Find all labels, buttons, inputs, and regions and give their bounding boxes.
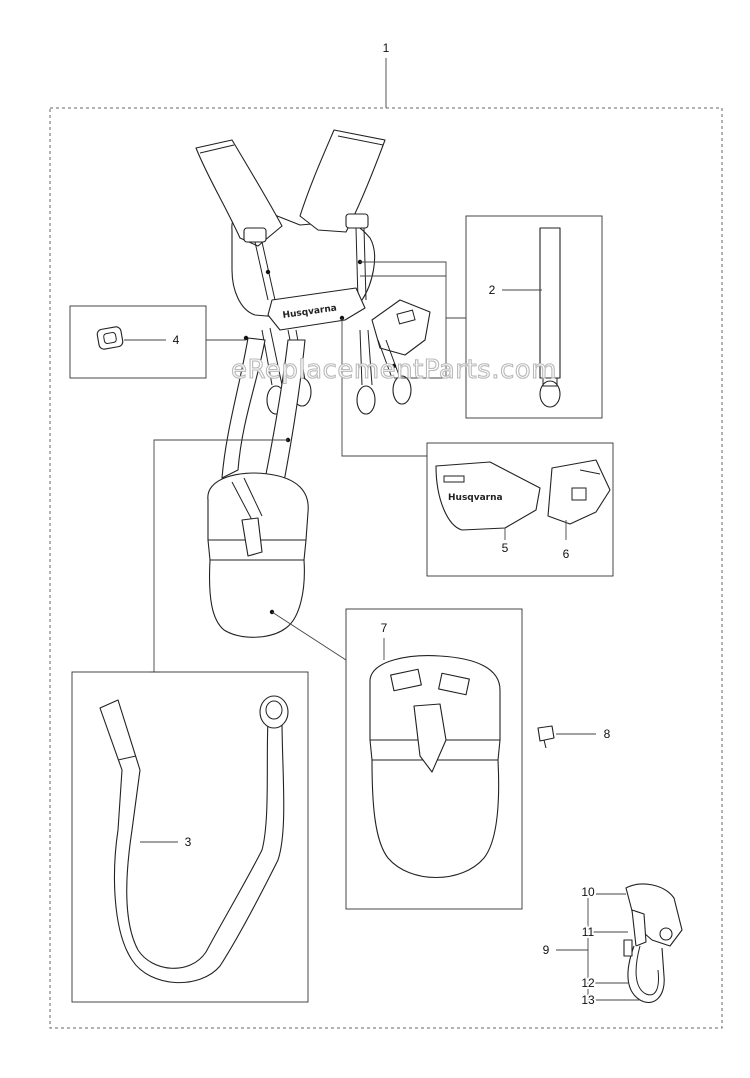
harness-drawing: Husqvarna bbox=[195, 129, 431, 495]
brand-label-part-5: Husqvarna bbox=[448, 493, 503, 503]
part-2-drawing bbox=[539, 227, 561, 408]
callout-11: 11 bbox=[582, 925, 595, 939]
part-box-7 bbox=[345, 608, 523, 910]
callout-3: 3 bbox=[185, 835, 192, 849]
part-box-2 bbox=[465, 215, 603, 419]
part-6-drawing bbox=[547, 459, 611, 525]
callout-1: 1 bbox=[383, 41, 390, 55]
part-box-3 bbox=[71, 671, 309, 1003]
part-box-5-6 bbox=[426, 442, 614, 577]
hook-assembly-drawing bbox=[623, 883, 683, 1003]
callout-4: 4 bbox=[173, 333, 180, 347]
callout-2: 2 bbox=[489, 283, 496, 297]
callout-12: 12 bbox=[581, 976, 595, 990]
watermark: eReplacementParts.com bbox=[231, 355, 557, 385]
callout-13: 13 bbox=[581, 993, 595, 1007]
callout-10: 10 bbox=[581, 885, 595, 899]
callout-8: 8 bbox=[604, 727, 611, 741]
part-5-drawing: Husqvarna bbox=[435, 461, 541, 531]
callout-5: 5 bbox=[502, 541, 509, 555]
assembly-frame bbox=[49, 107, 723, 1029]
part-box-4 bbox=[69, 305, 207, 379]
part-3-drawing bbox=[99, 695, 289, 984]
part-8-drawing bbox=[537, 725, 555, 749]
part-4-drawing bbox=[96, 326, 124, 350]
callout-7: 7 bbox=[381, 621, 388, 635]
callout-6: 6 bbox=[563, 547, 570, 561]
part-7-drawing bbox=[369, 655, 501, 878]
callout-9: 9 bbox=[543, 943, 550, 957]
bag-drawing bbox=[207, 472, 309, 638]
